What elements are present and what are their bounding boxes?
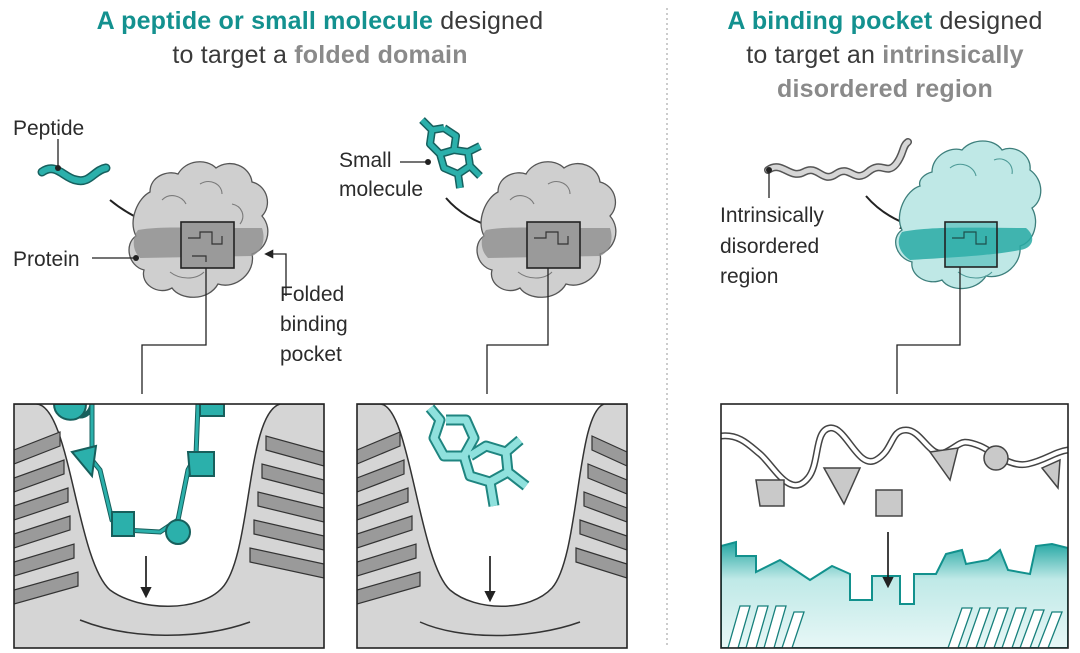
protein-3-icon bbox=[895, 140, 1042, 290]
right-heading-highlight: A binding pocket bbox=[727, 7, 933, 35]
pocket-small-molecule bbox=[425, 404, 530, 507]
left-heading-highlight: A peptide or small molecule bbox=[96, 7, 434, 35]
left-heading: A peptide or small molecule designed to … bbox=[60, 4, 580, 72]
left-heading-text: designed bbox=[433, 7, 544, 35]
pocket-panel-small-molecule bbox=[357, 404, 627, 648]
peptide-label: Peptide bbox=[13, 117, 85, 140]
idr-label-1: Intrinsically bbox=[720, 204, 824, 227]
folded-label-3: pocket bbox=[280, 343, 342, 366]
idr-label-3: region bbox=[720, 265, 779, 288]
peptide-icon bbox=[37, 163, 111, 186]
pocket-panel-idr bbox=[721, 404, 1068, 648]
right-heading: A binding pocket designed to target an i… bbox=[700, 4, 1070, 106]
left-heading-gray: folded domain bbox=[294, 41, 468, 69]
pocket-panel-peptide bbox=[14, 404, 324, 648]
folded-label-1: Folded bbox=[280, 283, 345, 306]
right-heading-gray-1: intrinsically bbox=[882, 41, 1024, 69]
right-heading-gray-2: disordered region bbox=[777, 75, 993, 103]
left-heading-text-2: to target a bbox=[172, 41, 295, 69]
idr-strand-icon bbox=[764, 138, 912, 181]
small-molecule-label-2: molecule bbox=[339, 178, 424, 201]
protein-1-icon bbox=[128, 161, 269, 298]
right-heading-text: designed bbox=[932, 7, 1043, 35]
small-molecule-label-1: Small bbox=[339, 149, 392, 172]
small-molecule-icon bbox=[419, 117, 483, 189]
protein-2-icon bbox=[476, 161, 617, 298]
right-heading-text-2: to target an bbox=[746, 41, 883, 69]
pocket-peptide bbox=[52, 404, 225, 545]
folded-label-2: binding bbox=[280, 313, 348, 336]
protein-label: Protein bbox=[13, 248, 80, 271]
idr-label-2: disordered bbox=[720, 235, 820, 258]
